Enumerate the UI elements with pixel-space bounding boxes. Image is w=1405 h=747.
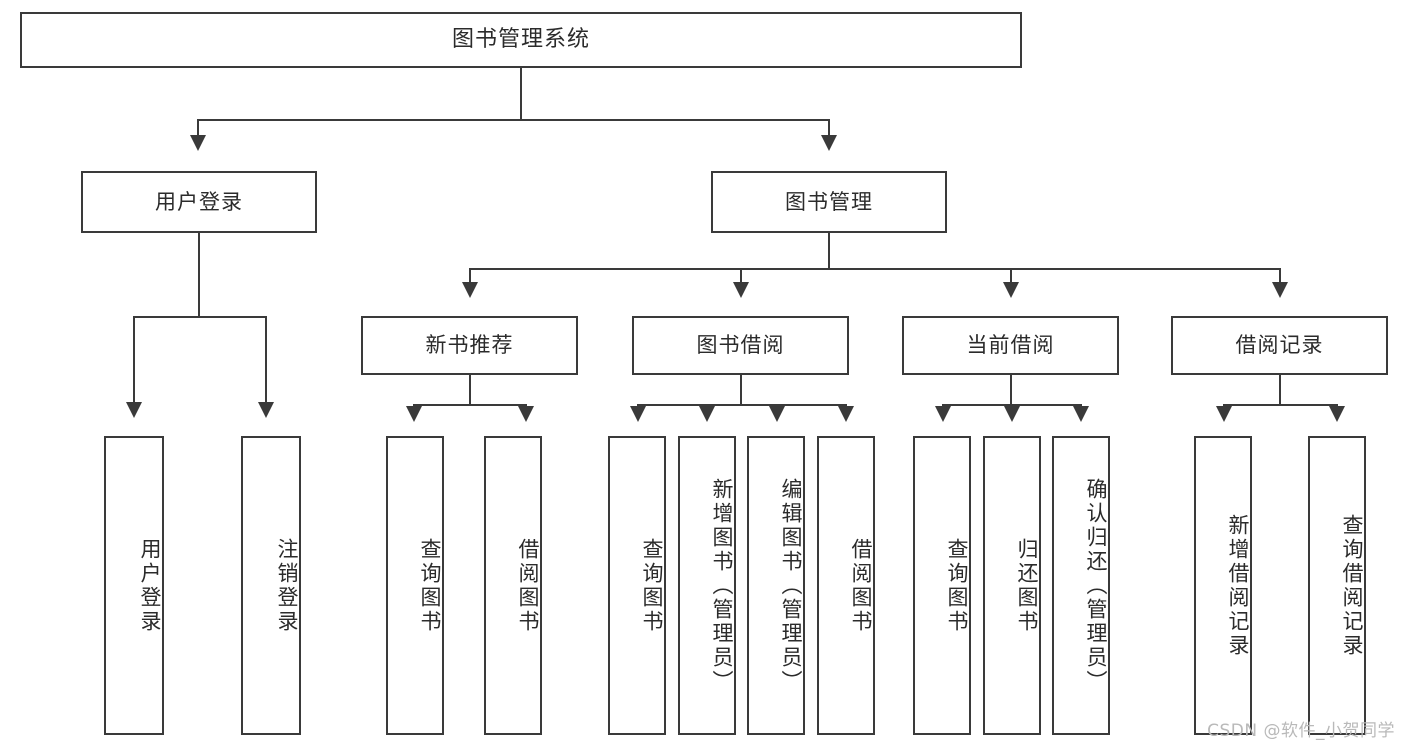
arrow-leaf-book-borrow-1 xyxy=(699,406,715,422)
leaf-current-borrow-1[interactable]: 归还图书 xyxy=(983,436,1041,735)
leaf-user-login-0[interactable]: 用户登录 xyxy=(104,436,164,735)
arrow-leaf-borrow-record-1 xyxy=(1329,406,1345,422)
leaf-book-borrow-1[interactable]: 新增图书（管理员） xyxy=(678,436,736,735)
connector-borrow-record-stem xyxy=(1279,375,1281,405)
node-label: 用户登录 xyxy=(155,189,243,214)
arrow-borrow-record xyxy=(1272,282,1288,298)
node-book-management[interactable]: 图书管理 xyxy=(711,171,947,233)
node-label: 编辑图书（管理员） xyxy=(779,477,803,694)
node-label: 查询借阅记录 xyxy=(1340,513,1364,658)
node-label: 借阅记录 xyxy=(1235,333,1324,358)
arrow-leaf-user-login-1 xyxy=(258,402,274,418)
arrow-current-borrow xyxy=(1003,282,1019,298)
leaf-book-borrow-2[interactable]: 编辑图书（管理员） xyxy=(747,436,805,735)
arrow-leaf-user-login-0 xyxy=(126,402,142,418)
node-book-borrow[interactable]: 图书借阅 xyxy=(632,316,849,375)
leaf-book-borrow-0[interactable]: 查询图书 xyxy=(608,436,666,735)
arrow-leaf-book-borrow-0 xyxy=(630,406,646,422)
arrow-user-login xyxy=(190,135,206,151)
node-label: 当前借阅 xyxy=(966,333,1055,358)
connector-level3-bus xyxy=(469,268,1280,270)
arrow-leaf-borrow-record-0 xyxy=(1216,406,1232,422)
connector-drop-book-management xyxy=(828,119,830,137)
node-label: 新书推荐 xyxy=(425,333,514,358)
arrow-leaf-book-borrow-2 xyxy=(769,406,785,422)
arrow-leaf-book-borrow-3 xyxy=(838,406,854,422)
node-label: 借阅图书 xyxy=(516,537,540,634)
node-borrow-record[interactable]: 借阅记录 xyxy=(1171,316,1388,375)
node-label: 新增图书（管理员） xyxy=(710,477,734,694)
leaf-book-borrow-3[interactable]: 借阅图书 xyxy=(817,436,875,735)
arrow-book-management xyxy=(821,135,837,151)
leaf-current-borrow-2[interactable]: 确认归还（管理员） xyxy=(1052,436,1110,735)
connector-current-borrow-stem xyxy=(1010,375,1012,405)
node-root-book-management-system[interactable]: 图书管理系统 xyxy=(20,12,1022,68)
node-label: 注销登录 xyxy=(275,537,299,634)
node-label: 图书管理系统 xyxy=(451,27,590,53)
arrow-leaf-current-borrow-1 xyxy=(1004,406,1020,422)
node-label: 图书借阅 xyxy=(696,333,785,358)
leaf-borrow-record-1[interactable]: 查询借阅记录 xyxy=(1308,436,1366,735)
node-label: 确认归还（管理员） xyxy=(1084,477,1108,694)
connector-user-login-child-0 xyxy=(133,316,135,404)
arrow-new-book-recommend xyxy=(462,282,478,298)
node-user-login[interactable]: 用户登录 xyxy=(81,171,317,233)
connector-borrow-record-bus xyxy=(1223,404,1337,406)
connector-book-borrow-bus xyxy=(637,404,847,406)
node-label: 查询图书 xyxy=(640,537,664,634)
connector-user-login-bus xyxy=(133,316,266,318)
connector-new-book-stem xyxy=(469,375,471,405)
connector-drop-current-borrow xyxy=(1010,268,1012,284)
leaf-current-borrow-0[interactable]: 查询图书 xyxy=(913,436,971,735)
node-label: 查询图书 xyxy=(945,537,969,634)
leaf-new-book-recommend-0[interactable]: 查询图书 xyxy=(386,436,444,735)
arrow-leaf-new-book-1 xyxy=(518,406,534,422)
node-label: 新增借阅记录 xyxy=(1226,513,1250,658)
connector-level2-bus xyxy=(197,119,829,121)
connector-root-stem xyxy=(520,68,522,120)
node-label: 归还图书 xyxy=(1015,537,1039,634)
arrow-leaf-new-book-0 xyxy=(406,406,422,422)
connector-drop-borrow-record xyxy=(1279,268,1281,284)
node-label: 查询图书 xyxy=(418,537,442,634)
leaf-user-login-1[interactable]: 注销登录 xyxy=(241,436,301,735)
connector-drop-new-book xyxy=(469,268,471,284)
node-label: 图书管理 xyxy=(785,189,873,214)
csdn-watermark: CSDN @软件_小贺同学 xyxy=(1207,721,1395,741)
connector-user-login-stem xyxy=(198,233,200,317)
connector-book-borrow-stem xyxy=(740,375,742,405)
connector-drop-book-borrow xyxy=(740,268,742,284)
arrow-leaf-current-borrow-0 xyxy=(935,406,951,422)
node-label: 用户登录 xyxy=(138,537,162,634)
node-new-book-recommend[interactable]: 新书推荐 xyxy=(361,316,578,375)
leaf-new-book-recommend-1[interactable]: 借阅图书 xyxy=(484,436,542,735)
connector-book-management-stem xyxy=(828,233,830,269)
leaf-borrow-record-0[interactable]: 新增借阅记录 xyxy=(1194,436,1252,735)
node-current-borrow[interactable]: 当前借阅 xyxy=(902,316,1119,375)
connector-new-book-bus xyxy=(413,404,527,406)
arrow-leaf-current-borrow-2 xyxy=(1073,406,1089,422)
arrow-book-borrow xyxy=(733,282,749,298)
node-label: 借阅图书 xyxy=(849,537,873,634)
connector-drop-user-login xyxy=(197,119,199,137)
connector-user-login-child-1 xyxy=(265,316,267,404)
